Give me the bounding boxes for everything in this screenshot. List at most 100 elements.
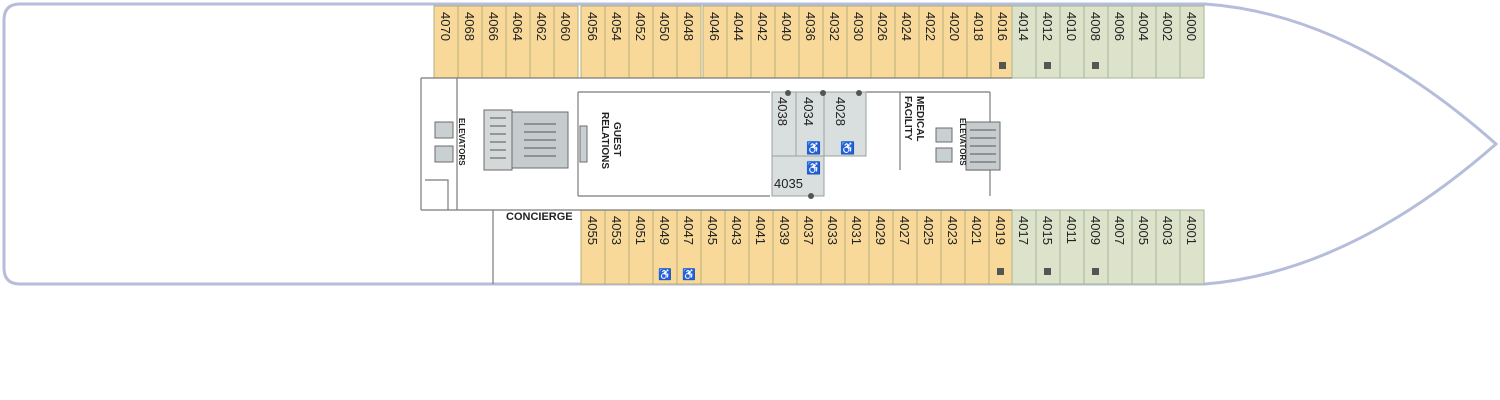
cabin-number: 4033 xyxy=(825,216,840,245)
cabin-number: 4037 xyxy=(801,216,816,245)
connecting-cabin-icon xyxy=(1044,62,1051,69)
cabin-4028[interactable] xyxy=(823,91,867,157)
cabin-number: 4032 xyxy=(827,12,842,41)
cabin-number: 4016 xyxy=(995,12,1010,41)
cabin-number: 4055 xyxy=(585,216,600,245)
cabin-4023[interactable] xyxy=(940,209,966,285)
cabin-number: 4019 xyxy=(993,216,1008,245)
cabin-4027[interactable] xyxy=(892,209,918,285)
cabin-number: 4031 xyxy=(849,216,864,245)
cabin-4039[interactable] xyxy=(772,209,798,285)
cabin-number: 4012 xyxy=(1040,12,1055,41)
cabin-4024[interactable] xyxy=(894,5,920,79)
cabin-number: 4026 xyxy=(875,12,890,41)
cabin-number: 4062 xyxy=(534,12,549,41)
cabin-number: 4002 xyxy=(1160,12,1175,41)
door-dot xyxy=(785,90,791,96)
cabin-number: 4028 xyxy=(833,97,848,126)
cabin-4002[interactable] xyxy=(1155,5,1181,79)
cabin-number: 4045 xyxy=(705,216,720,245)
corridor-walls xyxy=(420,77,1012,284)
cabin-number: 4020 xyxy=(947,12,962,41)
cabin-4005[interactable] xyxy=(1131,209,1157,285)
cabin-4060[interactable] xyxy=(553,5,579,79)
cabin-number: 4064 xyxy=(510,12,525,41)
cabin-number: 4047 xyxy=(681,216,696,245)
cabin-number: 4005 xyxy=(1136,216,1151,245)
cabin-number: 4029 xyxy=(873,216,888,245)
cabin-number: 4040 xyxy=(779,12,794,41)
elevators-fwd-label: ELEVATORS xyxy=(958,118,967,166)
cabin-4035[interactable] xyxy=(771,155,825,197)
cabin-number: 4009 xyxy=(1088,216,1103,245)
cabin-4032[interactable] xyxy=(822,5,848,79)
forward-stairwell xyxy=(935,121,1001,171)
cabin-number: 4044 xyxy=(731,12,746,41)
cabin-4031[interactable] xyxy=(844,209,870,285)
cabin-number: 4048 xyxy=(681,12,696,41)
cabin-4048[interactable] xyxy=(676,5,702,79)
cabin-4014[interactable] xyxy=(1011,5,1037,79)
concierge-label: CONCIERGE xyxy=(506,211,573,223)
cabin-4040[interactable] xyxy=(774,5,800,79)
cabin-number: 4017 xyxy=(1016,216,1031,245)
connecting-cabin-icon xyxy=(999,62,1006,69)
cabin-number: 4050 xyxy=(657,12,672,41)
cabin-4045[interactable] xyxy=(700,209,726,285)
medical-facility-label: MEDICAL xyxy=(914,96,925,142)
wheelchair-icon: ♿ xyxy=(806,161,821,175)
interior-cabins: 4038 4034 4028 4035 ♿ ♿ ♿ xyxy=(771,90,867,199)
guest-relations-label: RELATIONS xyxy=(599,112,610,169)
cabin-4004[interactable] xyxy=(1131,5,1157,79)
cabin-4047[interactable] xyxy=(676,209,702,285)
cabin-4011[interactable] xyxy=(1059,209,1085,285)
cabin-number: 4030 xyxy=(851,12,866,41)
cabin-4051[interactable] xyxy=(628,209,654,285)
guest-relations-label: GUEST xyxy=(611,122,622,156)
connecting-cabin-icon xyxy=(1092,62,1099,69)
wheelchair-icon: ♿ xyxy=(806,141,821,155)
wheelchair-icon: ♿ xyxy=(840,141,855,155)
cabin-number: 4070 xyxy=(438,12,453,41)
cabin-4033[interactable] xyxy=(820,209,846,285)
cabin-number: 4053 xyxy=(609,216,624,245)
cabin-4003[interactable] xyxy=(1155,209,1181,285)
door-dot xyxy=(856,90,862,96)
cabin-number: 4043 xyxy=(729,216,744,245)
cabin-4064[interactable] xyxy=(505,5,531,79)
cabin-number: 4015 xyxy=(1040,216,1055,245)
cabin-number: 4054 xyxy=(609,12,624,41)
cabin-4006[interactable] xyxy=(1107,5,1133,79)
cabin-4038[interactable] xyxy=(771,91,797,157)
cabin-number: 4023 xyxy=(945,216,960,245)
elevators-aft-label: ELEVATORS xyxy=(457,118,466,166)
cabin-number: 4042 xyxy=(755,12,770,41)
cabin-4017[interactable] xyxy=(1011,209,1037,285)
cabin-number: 4068 xyxy=(462,12,477,41)
cabin-4010[interactable] xyxy=(1059,5,1085,79)
cabin-number: 4011 xyxy=(1064,216,1079,244)
cabin-number: 4049 xyxy=(657,216,672,245)
cabin-number: 4039 xyxy=(777,216,792,245)
cabin-number: 4034 xyxy=(801,97,816,126)
cabin-number: 4051 xyxy=(633,216,648,245)
cabin-4007[interactable] xyxy=(1107,209,1133,285)
cabin-4030[interactable] xyxy=(846,5,872,79)
cabin-4000[interactable] xyxy=(1179,5,1205,79)
cabin-4042[interactable] xyxy=(750,5,776,79)
connecting-cabin-icon xyxy=(997,268,1004,275)
cabin-number: 4036 xyxy=(803,12,818,41)
cabin-number: 4027 xyxy=(897,216,912,245)
cabin-number: 4041 xyxy=(753,216,768,245)
cabin-4001[interactable] xyxy=(1179,209,1205,285)
cabin-4056[interactable] xyxy=(580,5,606,79)
cabin-number: 4035 xyxy=(774,176,803,191)
cabin-number: 4018 xyxy=(971,12,986,41)
cabin-4066[interactable] xyxy=(481,5,507,79)
cabin-4046[interactable] xyxy=(702,5,728,79)
